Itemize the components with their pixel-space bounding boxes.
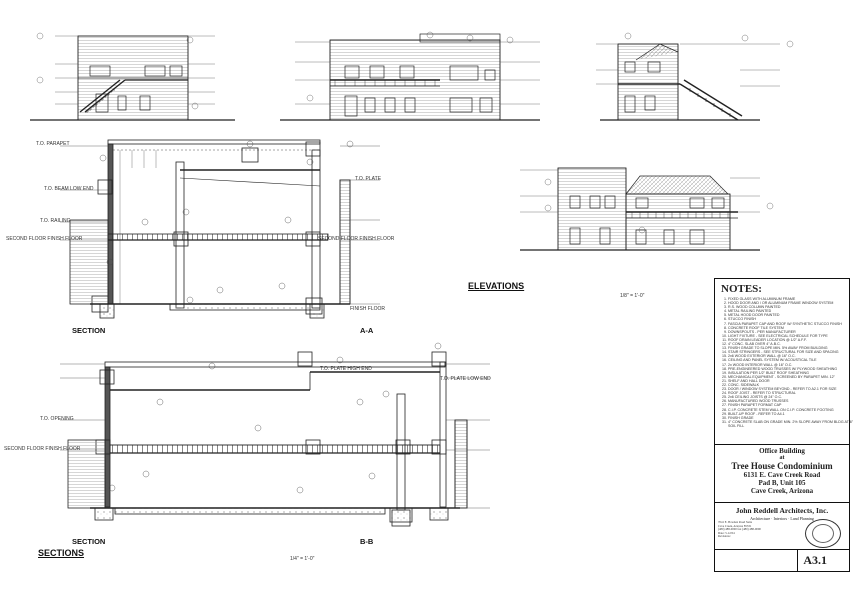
elevation-west-levels [36, 32, 215, 110]
note-item: DOWNSPOUTS - PER MANUFACTURER [728, 330, 854, 334]
sheet-number-box: A3.1 [715, 549, 849, 571]
note-item: FINISH PARAPET FORMAT CAP [728, 403, 854, 407]
elevations-scale: 1/8" = 1'-0" [620, 293, 645, 299]
note-item: METAL RAILING PAINTED [728, 309, 854, 313]
architect-address-line: Revisions: [718, 534, 731, 539]
note-item: INSULATION PER 1/2" BUILT ROOF SHEATHING [728, 371, 854, 375]
architect-name: John Reddell Architects, Inc. [735, 506, 829, 515]
level-finish-floor-label: FINISH FLOOR [350, 306, 386, 312]
architect-address-line: 7041 E. Bowden Road Suite [718, 520, 753, 524]
project-line2: at [779, 455, 785, 461]
note-item: 4" CONC. SLAB OVER 4" A.B.C. [728, 342, 854, 346]
architect-seal-icon [805, 519, 841, 548]
note-item: ROOF JOIST - REFER TO STRUCTURAL [728, 391, 854, 395]
note-item: BUILT-UP ROOF - REFER TO A4.1 [728, 412, 854, 416]
section-bb-tags [60, 342, 490, 509]
note-item: MANUFACTURED WOOD TRUSSES [728, 399, 854, 403]
section-aa [69, 139, 351, 319]
level-second-floor-bb-label: SECOND FLOOR FINISH FLOOR [4, 446, 81, 452]
elevations-title: ELEVATIONS [468, 281, 525, 291]
elevation-east [600, 43, 760, 121]
note-item: SHELF AND HALL DOOR [728, 379, 854, 383]
notes-title: NOTES: [721, 283, 762, 295]
section-aa-id: A-A [360, 326, 374, 335]
project-line5: Pad B, Unit 105 [758, 479, 806, 487]
note-item: FINISH GRADE [728, 416, 854, 420]
note-item: MECHANICAL EQUIPMENT - SCREENED BY PARAP… [728, 375, 854, 379]
architect-address-line: (480) 488-0000 fax (480) 488-0000 [718, 527, 761, 532]
level-plate-high-label: T.O. PLATE HIGH END [320, 366, 372, 372]
note-item: 2x WOOD INTERIOR WALL @ 16" O.C. [728, 363, 854, 367]
elevation-east-levels [596, 32, 794, 87]
note-item: STAIR STRINGERS - SEE STRUCTURAL FOR SIZ… [728, 350, 854, 354]
level-opening-label: T.O. OPENING [40, 416, 74, 422]
architect-address-line: Date: 5-12/04 [718, 530, 735, 535]
notes-list: FIXED GLASS WITH ALUMINUM FRAMEHOOD DOOR… [719, 297, 854, 428]
section-bb [67, 351, 468, 527]
note-item: 2x6 WOOD EXTERIOR WALL @ 16" O.C. [728, 354, 854, 358]
elevation-south [280, 33, 540, 121]
project-line6: Cave Creek, Arizona [750, 487, 814, 495]
note-item: LIGHT FIXTURE - SEE ELECTRICAL SCHEDULE … [728, 334, 854, 338]
note-item: DOOR / WINDOW SYSTEM BEYOND - REFER TO A… [728, 387, 854, 391]
note-item: FINISH GRADE TO SLOPE MIN. 5% AWAY FROM … [728, 346, 854, 350]
project-line3: Tree House Condominium [731, 461, 833, 471]
note-item: METAL HOOD DOOR PAINTED [728, 313, 854, 317]
project-line1: Office Building [759, 447, 805, 455]
elevation-west [30, 35, 235, 121]
elevation-north-levels [520, 169, 774, 234]
sections-scale: 1/4" = 1'-0" [290, 556, 315, 562]
project-info: Office Building at Tree House Condominiu… [715, 444, 849, 503]
note-item: ROOF DRAIN LEADER LOCATION @ 1/2" A.F.F. [728, 338, 854, 342]
level-railing-label: T.O. RAILING [40, 218, 71, 224]
level-plate-low-label: T.O. PLATE LOW END [440, 376, 491, 382]
sections-title: SECTIONS [38, 548, 85, 558]
title-block: NOTES: FIXED GLASS WITH ALUMINUM FRAMEHO… [714, 278, 853, 572]
level-beam-label: T.O. BEAM LOW END [44, 186, 94, 192]
note-item: C.I.P. CONCRETE STEM WALL ON C.I.P. CONC… [728, 408, 854, 412]
note-item: CONCRETE ROOF TILE SYSTEM [728, 326, 854, 330]
level-plate-label: T.O. PLATE [355, 176, 382, 182]
architect-block: John Reddell Architects, Inc. Architectu… [715, 503, 849, 548]
elevation-north [520, 167, 760, 251]
level-second-floor-right-label: SECOND FLOOR FINISH FLOOR [318, 236, 395, 242]
note-item: 4" CONCRETE SLAB ON GRADE MIN. 2% SLOPE … [728, 420, 854, 428]
section-aa-label: SECTION [72, 326, 106, 335]
note-item: CEILING AND PANEL SYSTEM W/ ACOUSTICAL T… [728, 358, 854, 362]
architect-subtitle: Architecture · Interiors · Land Planning [750, 516, 814, 521]
note-item: HOOD DOOR AND / OR ALUMINUM FRAME WINDOW… [728, 301, 854, 305]
note-item: PRE-ENGINEERED WOOD TRUSSES W/ PLYWOOD S… [728, 367, 854, 371]
note-item: STUCCO FINISH [728, 317, 854, 321]
elevation-south-levels [295, 31, 540, 105]
note-item: 2x6 CEILING JOISTS @ 24" O.C. [728, 395, 854, 399]
note-item: FASCIA PARAPET CAP AND ROOF W/ SYNTHETIC… [728, 322, 854, 326]
section-bb-id: B-B [360, 537, 374, 546]
level-second-floor-label: SECOND FLOOR FINISH FLOOR [6, 236, 83, 242]
project-line4: 6131 E. Cave Creek Road [743, 471, 821, 479]
note-item: FIXED GLASS WITH ALUMINUM FRAME [728, 297, 854, 301]
architect-address-line: Cave Creek, Arizona 85331 [718, 523, 752, 528]
note-item: R.S. WOOD COLUMN PAINTED [728, 305, 854, 309]
section-bb-label: SECTION [72, 537, 106, 546]
note-item: CONC. SIDEWALK [728, 383, 854, 387]
level-parapet-label: T.O. PARAPET [36, 141, 70, 147]
sheet-number: A3.1 [803, 553, 827, 567]
section-aa-tags [60, 140, 380, 305]
